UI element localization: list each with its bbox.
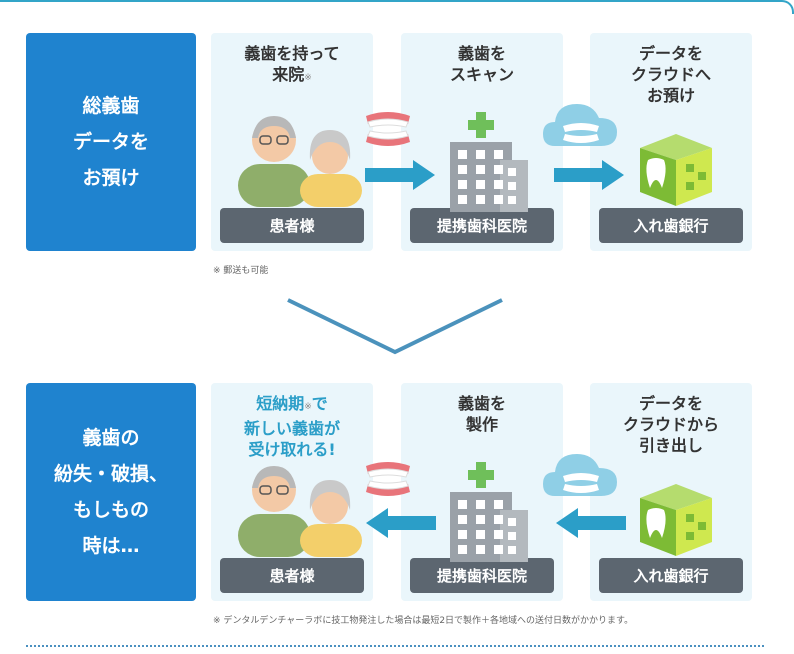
patients-icon: [238, 116, 362, 207]
label-patient: 患者様: [220, 558, 364, 593]
hospital-icon: [450, 462, 528, 562]
card-title: 短納期※で 新しい義歯が 受け取れる!: [243, 394, 340, 459]
label-bank: 入れ歯銀行: [599, 558, 743, 593]
dotted-divider: [26, 645, 764, 647]
bottom-note: ※ デンタルデンチャーラボに技工物発注した場合は最短2日で製作＋各地域への送付日…: [213, 616, 634, 626]
tooth-box-icon: [640, 134, 712, 206]
denture-icon: [366, 112, 410, 146]
bottom-heading: 義歯の 紛失・破損、 もしもの 時は…: [26, 383, 196, 601]
card-title: データを クラウドへ お預け: [630, 44, 711, 105]
hospital-icon: [450, 112, 528, 212]
chevron-down-icon: [287, 298, 503, 355]
card-title: 義歯を持って 来院※: [244, 44, 340, 84]
frame-border: [0, 0, 794, 14]
arrow-right-icon: [365, 160, 435, 190]
label-clinic: 提携歯科医院: [410, 558, 554, 593]
top-heading: 総義歯 データを お預け: [26, 33, 196, 251]
card-bank-retrieve: データを クラウドから 引き出し 入れ歯銀行: [590, 383, 752, 601]
cloud-icon: [543, 104, 617, 146]
patients-icon: [238, 466, 362, 557]
card-title: 義歯を 製作: [457, 394, 506, 434]
label-patient: 患者様: [220, 208, 364, 243]
tooth-box-icon: [640, 484, 712, 556]
arrow-left-icon: [556, 508, 626, 538]
top-note: ※ 郵送も可能: [213, 266, 269, 276]
label-bank: 入れ歯銀行: [599, 208, 743, 243]
arrow-right-icon: [554, 160, 624, 190]
card-title: 義歯を スキャン: [449, 44, 514, 84]
arrow-left-icon: [366, 508, 436, 538]
denture-icon: [366, 462, 410, 496]
cloud-icon: [543, 454, 617, 496]
card-title: データを クラウドから 引き出し: [622, 394, 719, 455]
label-clinic: 提携歯科医院: [410, 208, 554, 243]
